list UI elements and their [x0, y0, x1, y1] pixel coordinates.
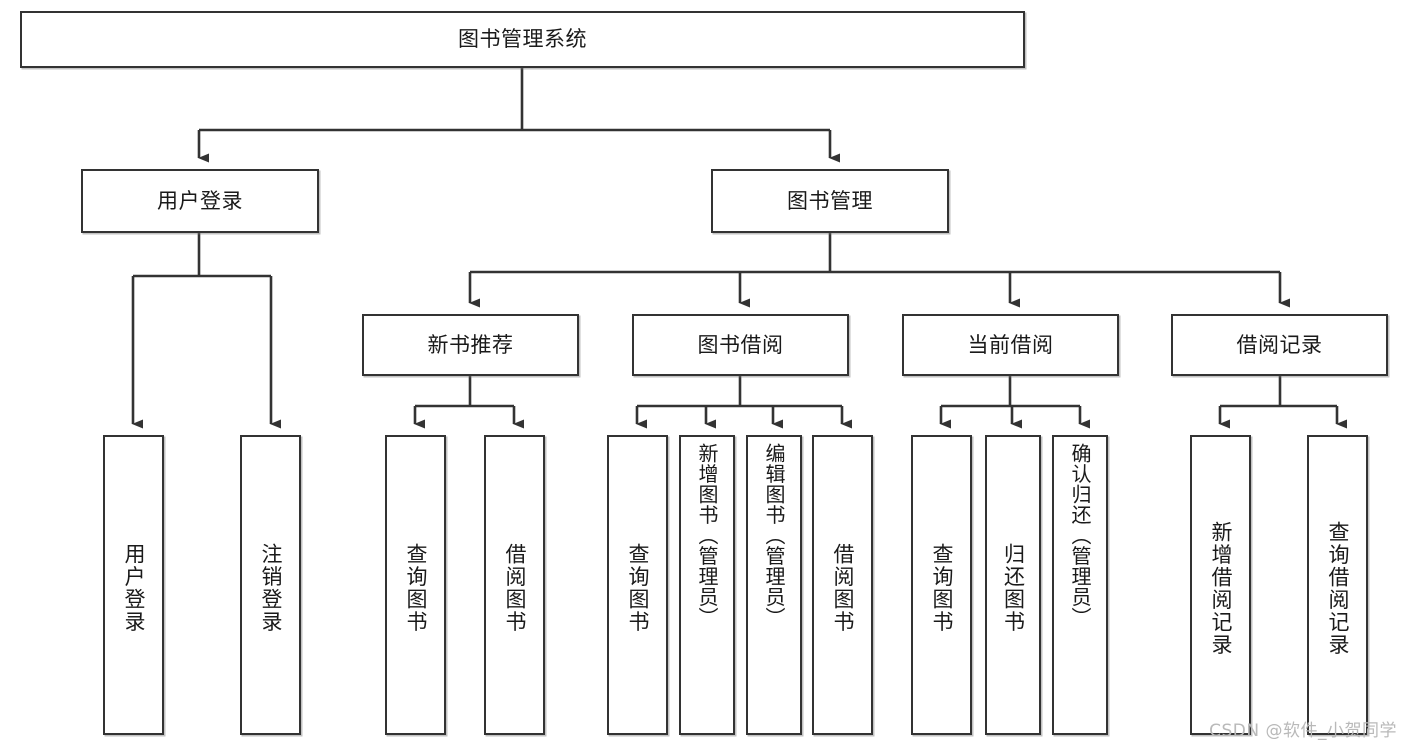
node-leaf-borrow-book-borrow[interactable]: 借阅图书 — [812, 435, 873, 735]
node-label: 用户登录 — [157, 188, 243, 213]
node-label: 新增图书（管理员） — [695, 443, 719, 628]
node-leaf-borrow-book-recommend[interactable]: 借阅图书 — [484, 435, 545, 735]
node-leaf-query-book-current[interactable]: 查询图书 — [911, 435, 972, 735]
node-leaf-query-book-borrow[interactable]: 查询图书 — [607, 435, 668, 735]
node-label: 用户登录 — [122, 543, 146, 633]
node-leaf-add-book-admin[interactable]: 新增图书（管理员） — [679, 435, 735, 735]
node-label: 新书推荐 — [427, 332, 514, 357]
node-leaf-confirm-return-admin[interactable]: 确认归还（管理员） — [1052, 435, 1108, 735]
node-new-book-recommend[interactable]: 新书推荐 — [362, 314, 579, 376]
node-label: 借阅图书 — [831, 543, 855, 633]
node-label: 查询图书 — [930, 543, 954, 633]
node-label: 确认归还（管理员） — [1068, 443, 1092, 628]
node-leaf-return-book[interactable]: 归还图书 — [985, 435, 1041, 735]
node-leaf-edit-book-admin[interactable]: 编辑图书（管理员） — [746, 435, 802, 735]
node-label: 编辑图书（管理员） — [762, 443, 786, 628]
node-leaf-user-login[interactable]: 用户登录 — [103, 435, 164, 735]
node-root-system[interactable]: 图书管理系统 — [20, 11, 1025, 68]
node-book-management[interactable]: 图书管理 — [711, 169, 949, 233]
csdn-watermark: CSDN @软件_小贺同学 — [1209, 721, 1397, 741]
node-label: 查询图书 — [404, 543, 428, 633]
node-label: 注销登录 — [259, 543, 283, 633]
node-label: 当前借阅 — [967, 332, 1054, 357]
node-label: 借阅图书 — [503, 543, 527, 633]
node-book-borrow[interactable]: 图书借阅 — [632, 314, 849, 376]
node-label: 图书借阅 — [697, 332, 784, 357]
node-leaf-query-book-recommend[interactable]: 查询图书 — [385, 435, 446, 735]
node-leaf-add-borrow-record[interactable]: 新增借阅记录 — [1190, 435, 1251, 735]
node-current-borrow[interactable]: 当前借阅 — [902, 314, 1119, 376]
node-label: 借阅记录 — [1236, 332, 1323, 357]
node-label: 查询图书 — [626, 543, 650, 633]
node-borrow-record[interactable]: 借阅记录 — [1171, 314, 1388, 376]
node-leaf-query-borrow-record[interactable]: 查询借阅记录 — [1307, 435, 1368, 735]
node-label: 新增借阅记录 — [1209, 520, 1233, 656]
node-label: 归还图书 — [1001, 543, 1026, 633]
node-label: 图书管理系统 — [458, 27, 587, 52]
node-label: 图书管理 — [787, 188, 873, 213]
node-user-login[interactable]: 用户登录 — [81, 169, 319, 233]
node-label: 查询借阅记录 — [1326, 520, 1350, 656]
node-leaf-logout[interactable]: 注销登录 — [240, 435, 301, 735]
